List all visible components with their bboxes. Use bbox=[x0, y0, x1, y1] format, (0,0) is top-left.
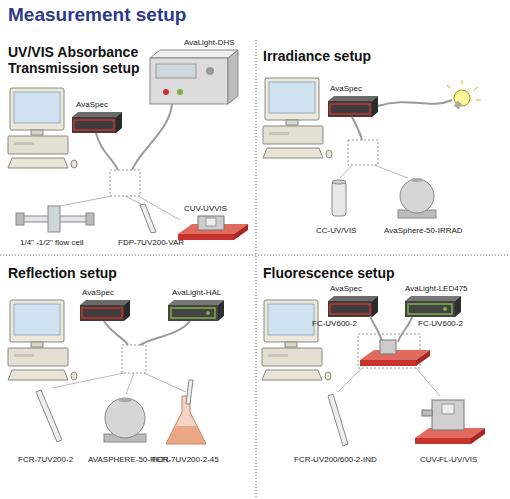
part-label: AvaSpec bbox=[330, 84, 362, 94]
part-label: FCR-7UV200-2 bbox=[18, 455, 73, 465]
part-label: FDP-7UV200-VAR bbox=[118, 238, 184, 248]
part-label: 1/4" -1/2" flow cell bbox=[20, 238, 83, 248]
part-label: AvaLight-DHS bbox=[184, 38, 235, 48]
section-heading: Reflection setup bbox=[8, 265, 208, 281]
part-label: AvaSphere-50-IRRAD bbox=[384, 226, 463, 236]
section-heading: Fluorescence setup bbox=[263, 265, 463, 281]
part-label: FCR-7UV200-2-45 bbox=[152, 455, 219, 465]
part-label: AvaLight-HAL bbox=[172, 288, 221, 298]
part-label: CC-UV/VIS bbox=[316, 226, 356, 236]
page-title: Measurement setup bbox=[8, 4, 186, 26]
part-label: AvaLight-LED475 bbox=[405, 284, 468, 294]
section-heading: UV/VIS Absorbance Transmission setup bbox=[8, 44, 178, 76]
part-label: FC-UV600-2 bbox=[418, 319, 463, 329]
part-label: CUV-UVVIS bbox=[184, 204, 227, 214]
part-label: FCR-UV200/600-2-IND bbox=[294, 455, 377, 465]
part-label: AvaSpec bbox=[76, 100, 108, 110]
section-heading: Irradiance setup bbox=[263, 48, 463, 64]
part-label: AvaSpec bbox=[330, 284, 362, 294]
part-label: AvaSpec bbox=[82, 288, 114, 298]
part-label: FC-UV600-2 bbox=[312, 319, 357, 329]
part-label: CUV-FL-UV/VIS bbox=[420, 455, 477, 465]
